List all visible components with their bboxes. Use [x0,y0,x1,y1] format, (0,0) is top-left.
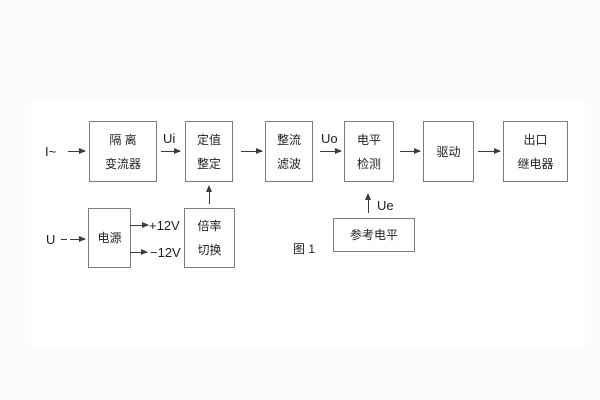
block-label: 滤波 [276,156,301,171]
block-label: 整定 [196,156,221,171]
label-signal-ue: Ue [377,198,394,213]
arrow-setting-to-rectifier [241,148,263,154]
block-output-relay: 出口 继电器 [503,121,568,182]
label-signal-uo: Uo [321,131,338,146]
arrow-ratio-to-setting [206,185,212,204]
block-rectifier-filter: 整流 滤波 [265,121,313,182]
block-label: 驱动 [436,144,461,159]
block-label: 出口 [523,132,548,147]
label-signal-ui: Ui [163,131,176,146]
block-ratio-switch: 倍率 切换 [184,208,235,268]
block-reference-level: 参考电平 [333,218,415,252]
block-label: 倍率 [197,219,222,233]
block-label: 电平 [356,132,381,147]
block-setting-adjust: 定值 整定 [185,121,233,182]
arrow-driver-to-relay [478,148,501,154]
block-label: 电源 [97,231,122,245]
label-plus-12v: +12V [149,218,180,233]
arrow-power-minus12v [130,249,148,255]
block-driver: 驱动 [423,121,474,182]
label-input-current: I~ [45,144,57,159]
arrow-power-plus12v [130,222,149,228]
arrow-rectifier-to-level [320,148,342,154]
label-minus-12v: −12V [150,245,181,260]
label-input-voltage: U [46,232,56,247]
arrow-reference-to-level [365,193,371,213]
block-label: 切换 [197,243,222,257]
block-label: 参考电平 [349,228,398,242]
block-isolation-transformer: 隔 离 变流器 [89,121,157,182]
block-power-supply: 电源 [88,208,131,268]
block-label: 隔 离 [109,132,137,147]
block-label: 定值 [196,132,221,147]
arrow-level-to-driver [400,148,421,154]
figure-caption: 图 1 [293,242,316,256]
arrow-isolation-to-setting [161,148,181,154]
block-label: 检测 [356,156,381,171]
block-level-detection: 电平 检测 [344,121,394,182]
block-label: 变流器 [104,156,141,171]
arrow-current-to-isolation [68,148,86,154]
line-voltage-dash [61,239,67,240]
block-label: 继电器 [517,156,554,171]
block-label: 整流 [276,132,301,147]
arrow-voltage-to-power [70,236,86,242]
